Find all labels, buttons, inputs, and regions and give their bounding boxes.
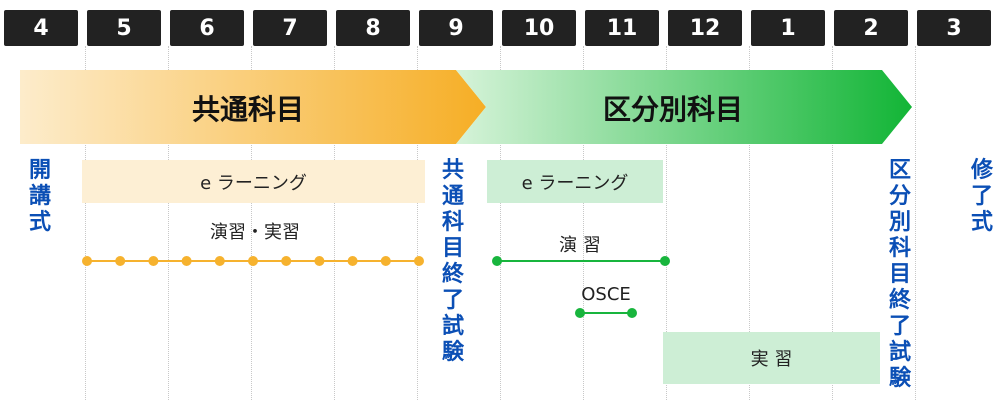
month-8: 8	[336, 10, 410, 46]
common-exercise-dot	[314, 256, 325, 266]
gridline	[85, 46, 86, 400]
common-exercise-dot	[181, 256, 192, 266]
gridline	[500, 46, 501, 400]
gridline	[334, 46, 335, 400]
common-exercise-dot	[115, 256, 126, 266]
month-5: 5	[87, 10, 161, 46]
month-11: 11	[585, 10, 659, 46]
gridline	[251, 46, 252, 400]
common-elearning-box: e ラーニング	[82, 160, 425, 203]
gridline	[749, 46, 750, 400]
gridline	[832, 46, 833, 400]
gridline	[583, 46, 584, 400]
specialized-phase-label: 区分別科目	[603, 93, 744, 126]
specialized-phase-arrow	[456, 70, 912, 144]
common-exercise-dot	[414, 256, 424, 266]
common-exercise-dot	[347, 256, 358, 266]
practicum-box: 実 習	[663, 332, 880, 384]
common-exercise-dots	[82, 256, 424, 266]
month-10: 10	[502, 10, 576, 46]
specialized-exercise-end-dot	[660, 256, 670, 266]
specialized-final-exam: 区分別科目終了試験	[888, 158, 911, 391]
month-2: 2	[834, 10, 908, 46]
gridline	[168, 46, 169, 400]
gridline	[915, 46, 916, 400]
common-exercise-dot	[248, 256, 258, 266]
month-3: 3	[917, 10, 991, 46]
month-6: 6	[170, 10, 244, 46]
common-phase-label: 共通科目	[192, 93, 305, 126]
osce-start-dot	[575, 308, 585, 318]
common-exercise-dot	[281, 256, 292, 266]
common-exercise-dot	[82, 256, 92, 266]
common-exercise-dot	[380, 256, 391, 266]
common-exercise-dot	[214, 256, 225, 266]
specialized-exercise-start-dot	[492, 256, 502, 266]
completion-ceremony: 修了式	[970, 158, 993, 235]
specialized-exercise-label: 演 習	[559, 235, 601, 256]
month-4: 4	[4, 10, 78, 46]
common-exercise-label: 演習・実習	[210, 222, 300, 243]
month-9: 9	[419, 10, 493, 46]
month-1: 1	[751, 10, 825, 46]
opening-ceremony: 開講式	[28, 158, 51, 235]
common-exercise-dot	[148, 256, 159, 266]
common-final-exam: 共通科目終了試験	[441, 158, 464, 365]
osce-end-dot	[627, 308, 637, 318]
month-7: 7	[253, 10, 327, 46]
gridline	[666, 46, 667, 400]
common-phase-arrow	[20, 70, 486, 144]
specialized-elearning-box: e ラーニング	[487, 160, 663, 203]
gridline	[417, 46, 418, 400]
month-12: 12	[668, 10, 742, 46]
osce-label: OSCE	[581, 284, 631, 305]
